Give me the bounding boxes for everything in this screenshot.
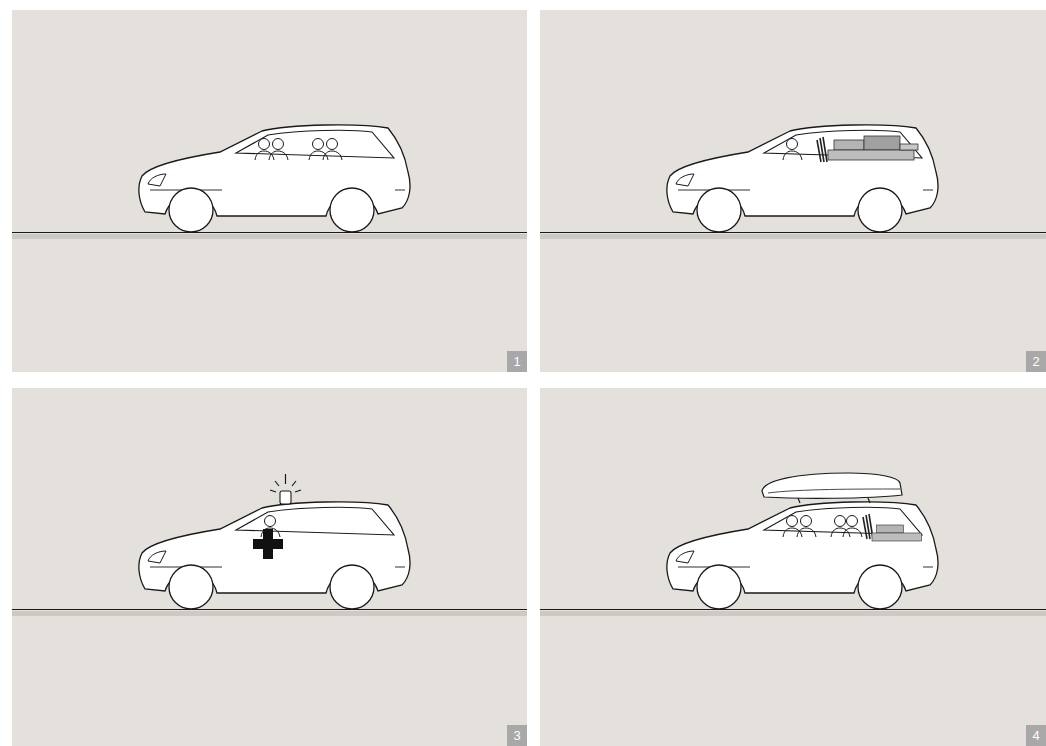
callout-number: 4 (1032, 728, 1039, 743)
callout-number: 1 (513, 354, 520, 369)
car-cargo (667, 125, 938, 232)
panel-number-badge: 2 (1026, 351, 1046, 372)
ground-lines (12, 233, 1046, 617)
panel-number-badge: 1 (507, 351, 527, 372)
car-passengers (139, 125, 410, 232)
callout-number: 2 (1032, 354, 1039, 369)
callout-number: 3 (513, 728, 520, 743)
panel-number-badge: 3 (507, 725, 527, 746)
panel-number-badge: 4 (1026, 725, 1046, 746)
panel-backgrounds (12, 10, 1046, 746)
car-ambulance (139, 474, 410, 609)
car-roofbox (667, 473, 938, 609)
